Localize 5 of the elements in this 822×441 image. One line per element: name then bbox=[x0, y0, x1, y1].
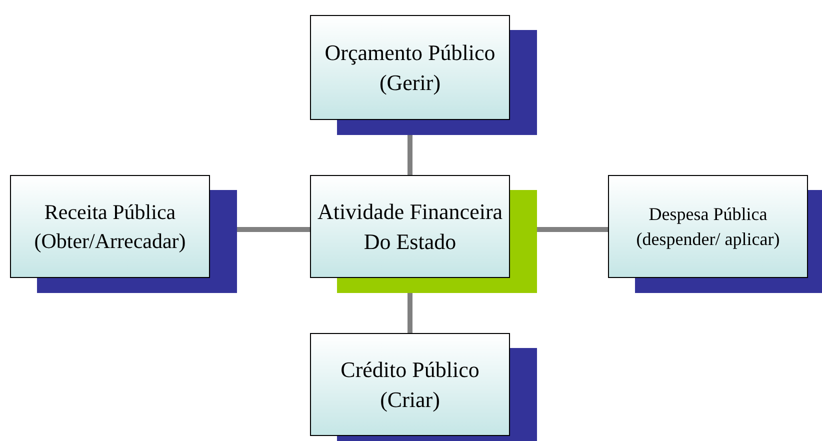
box-label: Despesa Pública (despender/ aplicar) bbox=[635, 203, 781, 251]
box-label: Receita Pública (Obter/Arrecadar) bbox=[33, 199, 187, 254]
box-label: Orçamento Público (Gerir) bbox=[324, 38, 496, 96]
box-label: Atividade Financeira Do Estado bbox=[316, 198, 504, 256]
box-label: Crédito Público (Criar) bbox=[340, 356, 480, 414]
